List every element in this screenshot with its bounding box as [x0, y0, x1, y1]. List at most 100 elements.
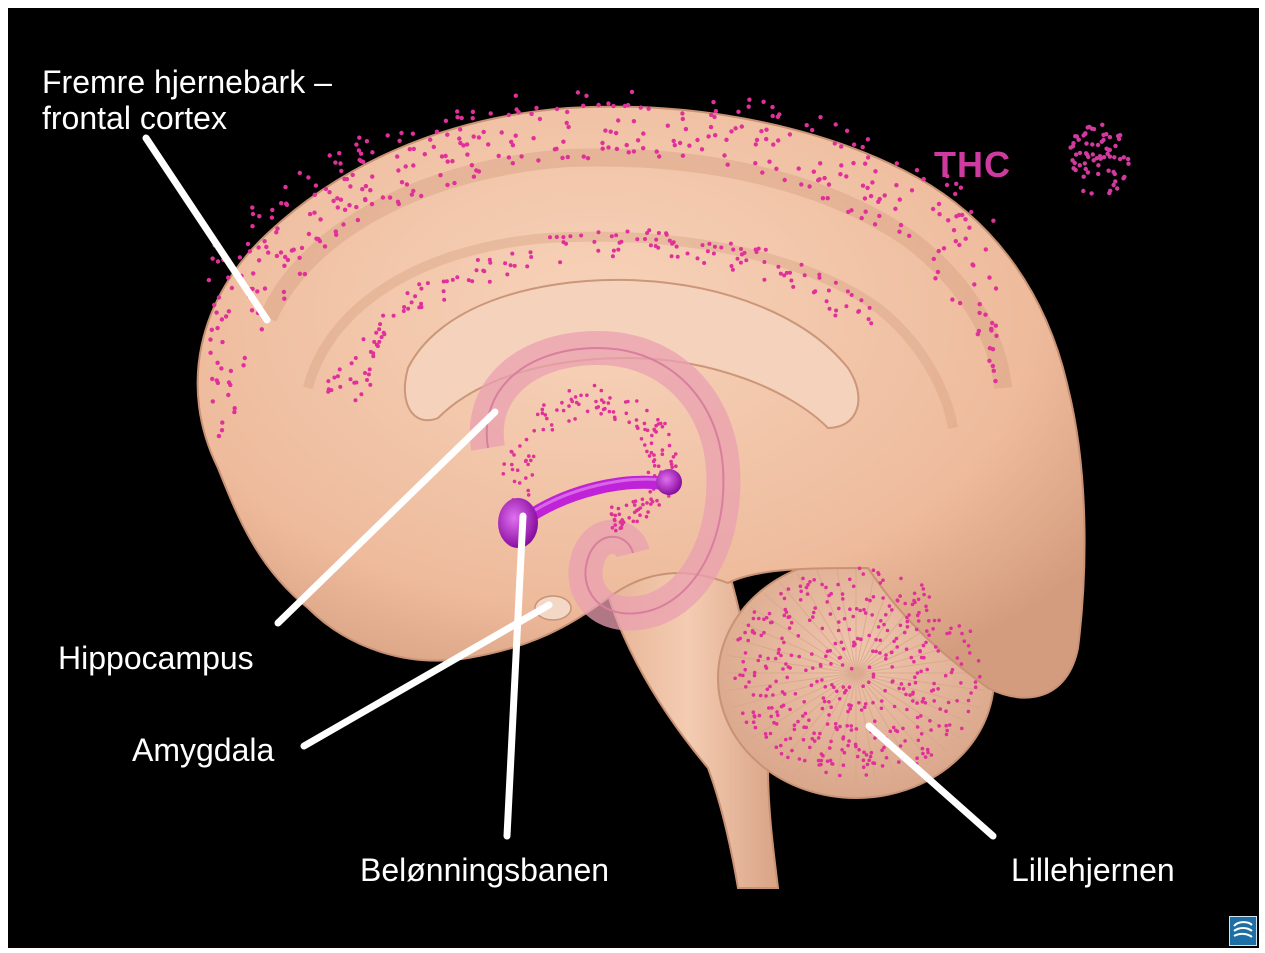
receptor-dot	[377, 340, 381, 344]
receptor-dot	[648, 490, 652, 494]
receptor-dot	[579, 394, 583, 398]
receptor-dot	[785, 271, 789, 275]
receptor-dot	[364, 184, 368, 188]
receptor-dot	[1111, 170, 1115, 174]
receptor-dot	[801, 577, 805, 581]
receptor-dot	[356, 218, 360, 222]
receptor-dot	[916, 671, 920, 675]
receptor-dot	[724, 138, 728, 142]
receptor-dot	[764, 137, 768, 141]
label-cerebellum: Lillehjernen	[1011, 852, 1175, 888]
receptor-dot	[768, 685, 772, 689]
receptor-dot	[444, 119, 448, 123]
receptor-dot	[584, 94, 588, 98]
receptor-dot	[842, 647, 846, 651]
receptor-dot	[505, 272, 509, 276]
receptor-dot	[856, 755, 860, 759]
receptor-dot	[635, 418, 639, 422]
receptor-dot	[611, 254, 615, 258]
receptor-dot	[839, 163, 843, 167]
receptor-dot	[837, 629, 841, 633]
receptor-dot	[921, 747, 925, 751]
receptor-dot	[842, 763, 846, 767]
receptor-dot	[861, 184, 865, 188]
receptor-dot	[855, 607, 859, 611]
receptor-dot	[451, 278, 455, 282]
receptor-dot	[1108, 154, 1112, 158]
receptor-dot	[381, 314, 385, 318]
receptor-dot	[576, 90, 580, 94]
receptor-dot	[334, 229, 338, 233]
receptor-dot	[707, 242, 711, 246]
receptor-dot	[482, 130, 486, 134]
receptor-dot	[754, 726, 758, 730]
receptor-dot	[874, 650, 878, 654]
receptor-dot	[817, 759, 821, 763]
receptor-dot	[440, 154, 444, 158]
receptor-dot	[869, 321, 873, 325]
receptor-dot	[465, 142, 469, 146]
receptor-dot	[497, 154, 501, 158]
receptor-dot	[341, 222, 345, 226]
receptor-dot	[410, 300, 414, 304]
receptor-dot	[862, 608, 866, 612]
receptor-dot	[896, 598, 900, 602]
receptor-dot	[858, 567, 862, 571]
receptor-dot	[812, 611, 816, 615]
receptor-dot	[764, 128, 768, 132]
receptor-dot	[922, 697, 926, 701]
receptor-dot	[510, 463, 514, 467]
receptor-dot	[408, 147, 412, 151]
receptor-dot	[516, 468, 520, 472]
receptor-dot	[680, 111, 684, 115]
receptor-dot	[529, 459, 533, 463]
receptor-dot	[744, 651, 748, 655]
receptor-dot	[849, 724, 853, 728]
receptor-dot	[844, 304, 848, 308]
receptor-dot	[738, 637, 742, 641]
receptor-dot	[638, 513, 642, 517]
receptor-dot	[503, 261, 507, 265]
receptor-dot	[848, 607, 852, 611]
receptor-dot	[769, 621, 773, 625]
receptor-dot	[818, 161, 822, 165]
receptor-dot	[764, 248, 768, 252]
receptor-dot	[879, 639, 883, 643]
receptor-dot	[313, 193, 317, 197]
receptor-dot	[632, 520, 636, 524]
receptor-dot	[834, 309, 838, 313]
receptor-dot	[741, 674, 745, 678]
receptor-dot	[215, 326, 219, 330]
receptor-dot	[1090, 142, 1094, 146]
receptor-dot	[266, 250, 270, 254]
receptor-dot	[282, 290, 286, 294]
receptor-dot	[936, 270, 940, 274]
receptor-dot	[872, 595, 876, 599]
receptor-dot	[619, 240, 623, 244]
receptor-dot	[846, 710, 850, 714]
receptor-dot	[852, 142, 856, 146]
receptor-dot	[514, 107, 518, 111]
receptor-dot	[339, 169, 343, 173]
receptor-dot	[442, 298, 446, 302]
receptor-dot	[915, 168, 919, 172]
receptor-dot	[432, 145, 436, 149]
receptor-dot	[779, 272, 783, 276]
label-thc: THC	[934, 144, 1011, 186]
receptor-dot	[785, 610, 789, 614]
receptor-dot	[635, 425, 639, 429]
receptor-dot	[950, 297, 954, 301]
receptor-dot	[526, 489, 530, 493]
receptor-dot	[878, 197, 882, 201]
receptor-dot	[650, 434, 654, 438]
receptor-dot	[641, 498, 645, 502]
receptor-dot	[821, 627, 825, 631]
receptor-dot	[410, 192, 414, 196]
receptor-dot	[227, 309, 231, 313]
receptor-dot	[653, 464, 657, 468]
receptor-dot	[672, 240, 676, 244]
receptor-dot	[600, 389, 604, 393]
receptor-dot	[312, 211, 316, 215]
receptor-dot	[916, 716, 920, 720]
receptor-dot	[731, 248, 735, 252]
